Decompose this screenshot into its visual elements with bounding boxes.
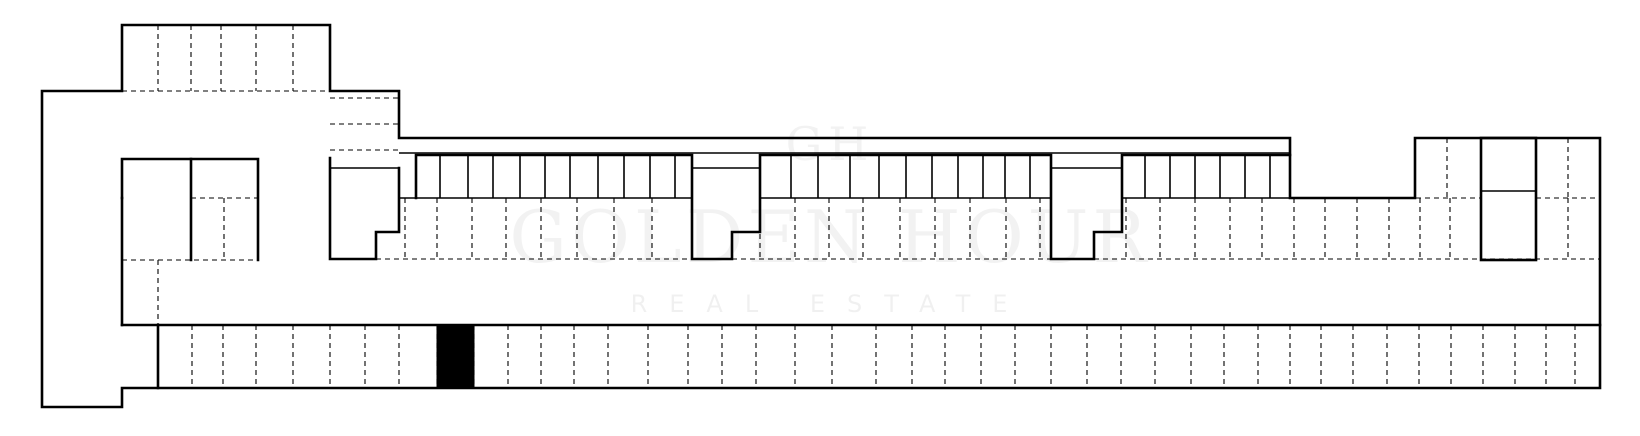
watermark-subtitle: REAL ESTATE: [631, 290, 1030, 318]
right-storage-box: [1479, 136, 1538, 262]
parking-bays: [122, 25, 1600, 388]
watermark-logo: GH GOLDEN HOUR REAL ESTATE: [509, 117, 1150, 318]
watermark-name: GOLDEN HOUR: [509, 195, 1150, 279]
ramp-notch: [328, 156, 401, 261]
highlighted-parking-space[interactable]: [436, 325, 475, 388]
storage-block-1: [414, 153, 1292, 261]
storage-lockers: [439, 155, 1271, 198]
watermark-initials: GH: [786, 117, 875, 171]
